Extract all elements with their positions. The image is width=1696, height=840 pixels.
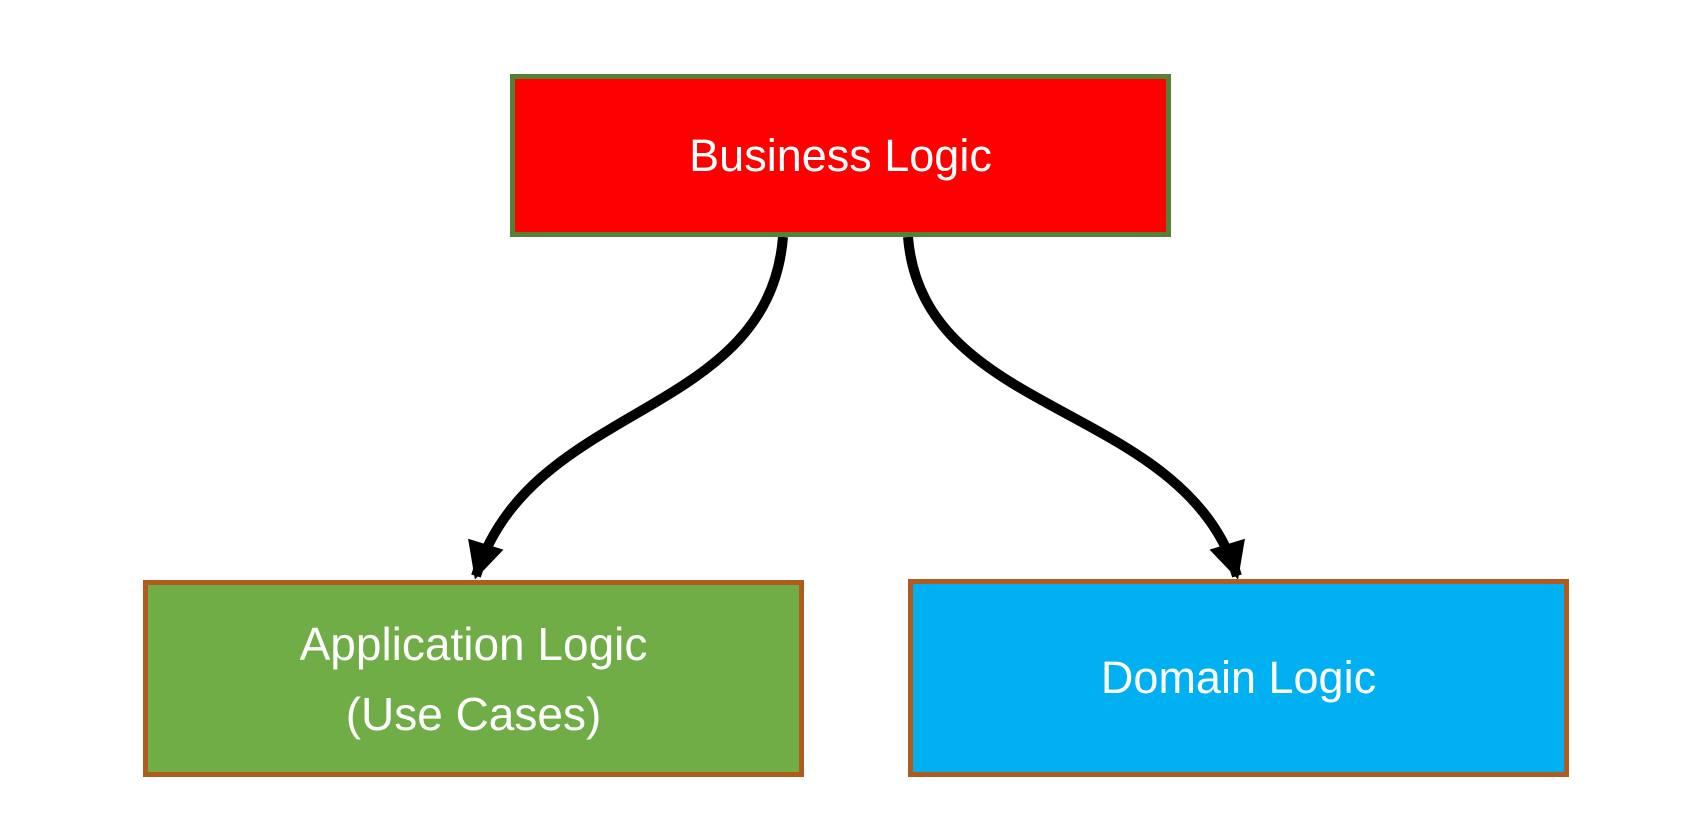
- node-application-logic-sublabel: (Use Cases): [345, 687, 602, 740]
- curved-arrow-business-to-domain: [903, 236, 1245, 580]
- node-business-logic: Business Logic: [510, 74, 1171, 237]
- curved-arrow-business-to-application: [468, 236, 788, 580]
- node-domain-logic: Domain Logic: [908, 579, 1569, 777]
- node-application-logic-label: Application Logic: [299, 617, 648, 670]
- node-domain-logic-label: Domain Logic: [1100, 652, 1377, 703]
- node-application-logic: Application Logic (Use Cases): [143, 580, 804, 777]
- node-business-logic-label: Business Logic: [689, 129, 992, 181]
